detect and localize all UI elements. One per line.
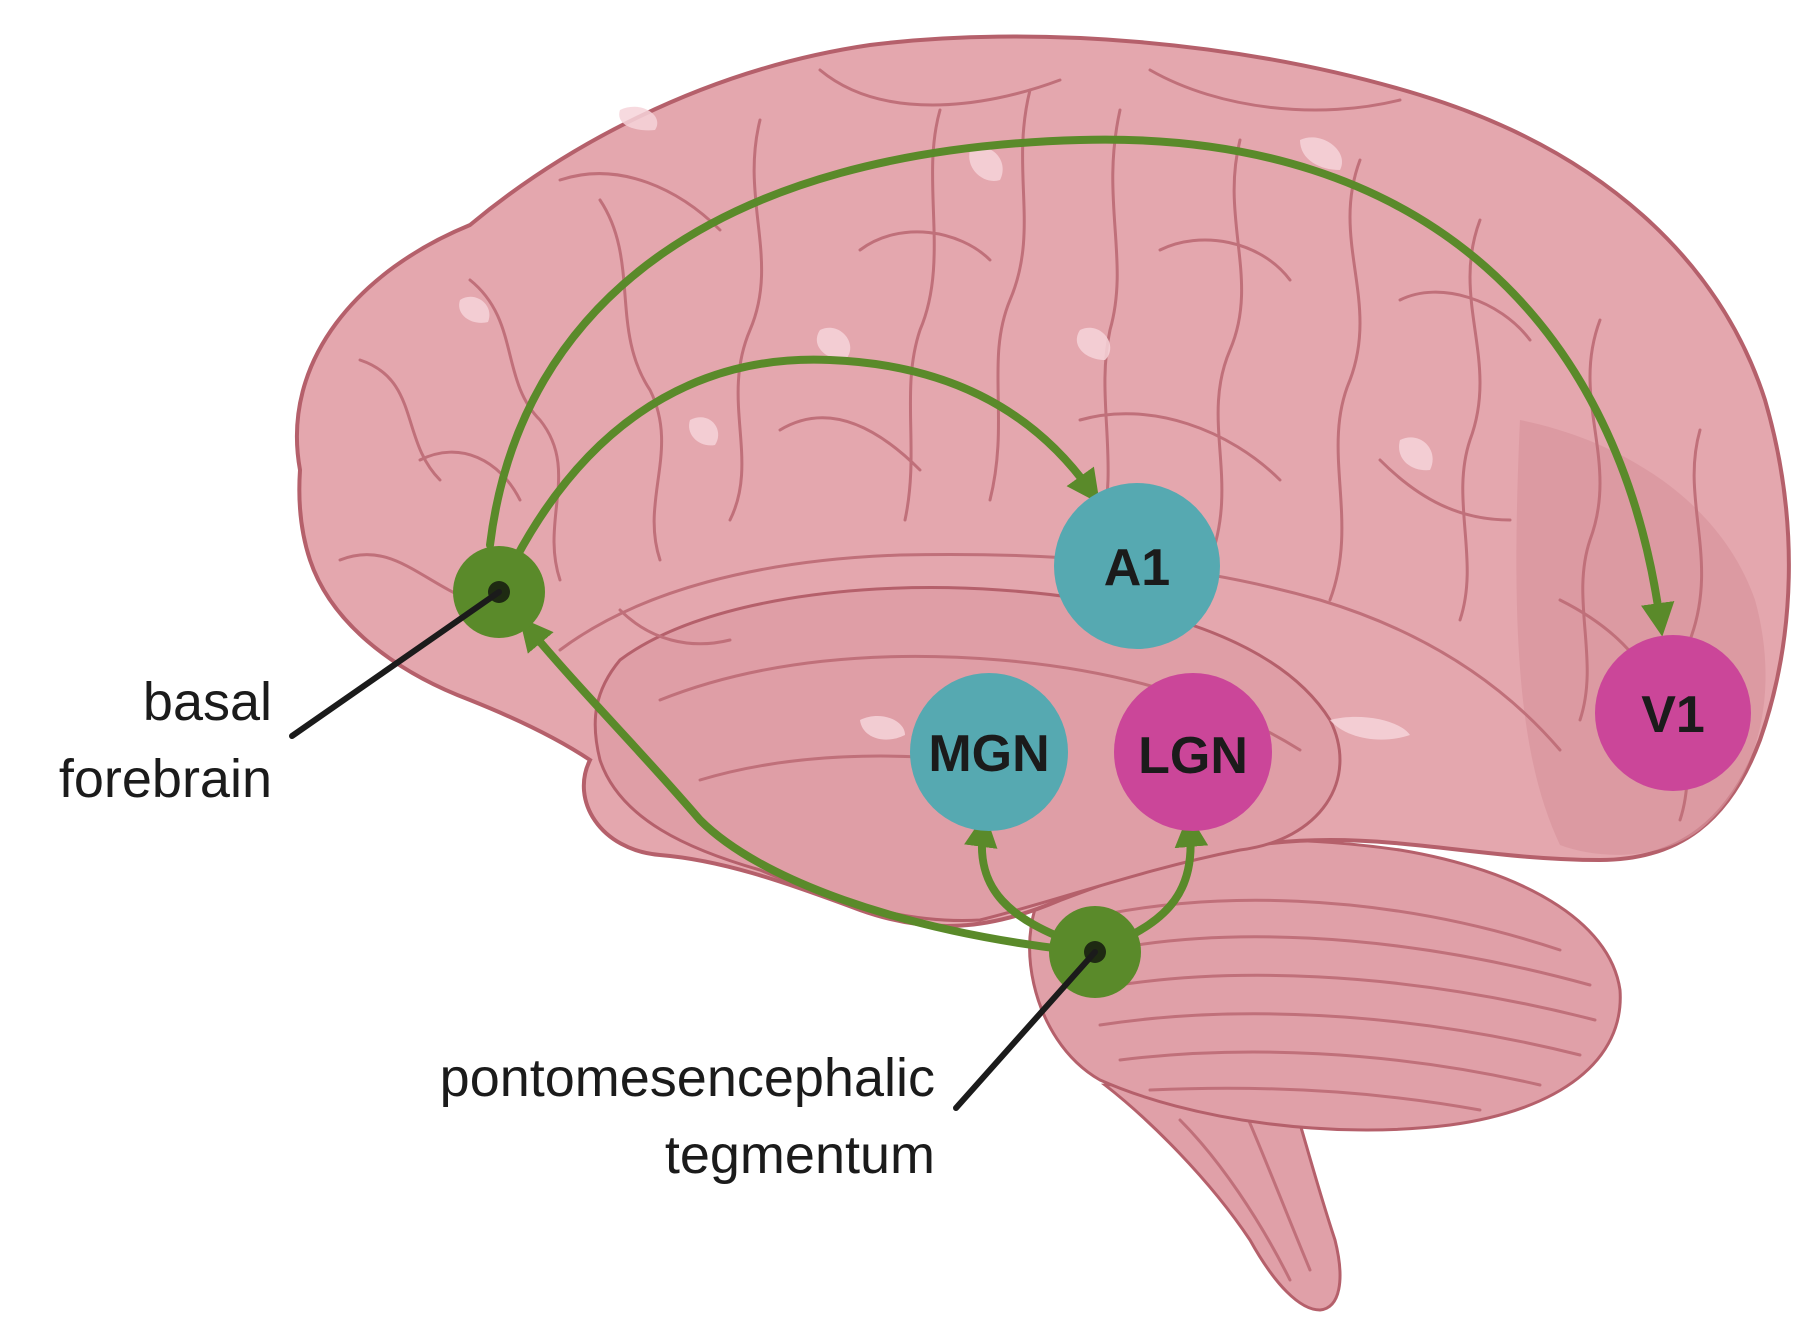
brainstem: [1100, 1073, 1342, 1312]
ppt-label-line2: tegmentum: [665, 1125, 935, 1185]
projection-bf-to-v1: [486, 135, 1675, 637]
ppt-label-line1: pontomesencephalic: [440, 1048, 935, 1108]
basal-forebrain-label-line2: forebrain: [59, 749, 272, 809]
region-a1: A1: [1054, 483, 1220, 649]
basal-forebrain-nucleus: [289, 546, 545, 739]
region-mgn-label: MGN: [928, 725, 1049, 783]
projection-bf-to-a1: [511, 355, 1100, 564]
region-lgn: LGN: [1114, 673, 1272, 831]
cerebrum: [294, 34, 1791, 928]
region-v1-label: V1: [1641, 686, 1705, 744]
cerebellum: [1028, 838, 1622, 1132]
ppt-nucleus: [953, 906, 1141, 1111]
region-a1-label: A1: [1104, 539, 1170, 597]
region-v1: V1: [1595, 635, 1751, 791]
region-lgn-label: LGN: [1138, 727, 1248, 785]
projection-ppt-to-bf: [519, 617, 1074, 954]
region-mgn: MGN: [910, 673, 1068, 831]
basal-forebrain-label-line1: basal: [143, 672, 272, 732]
